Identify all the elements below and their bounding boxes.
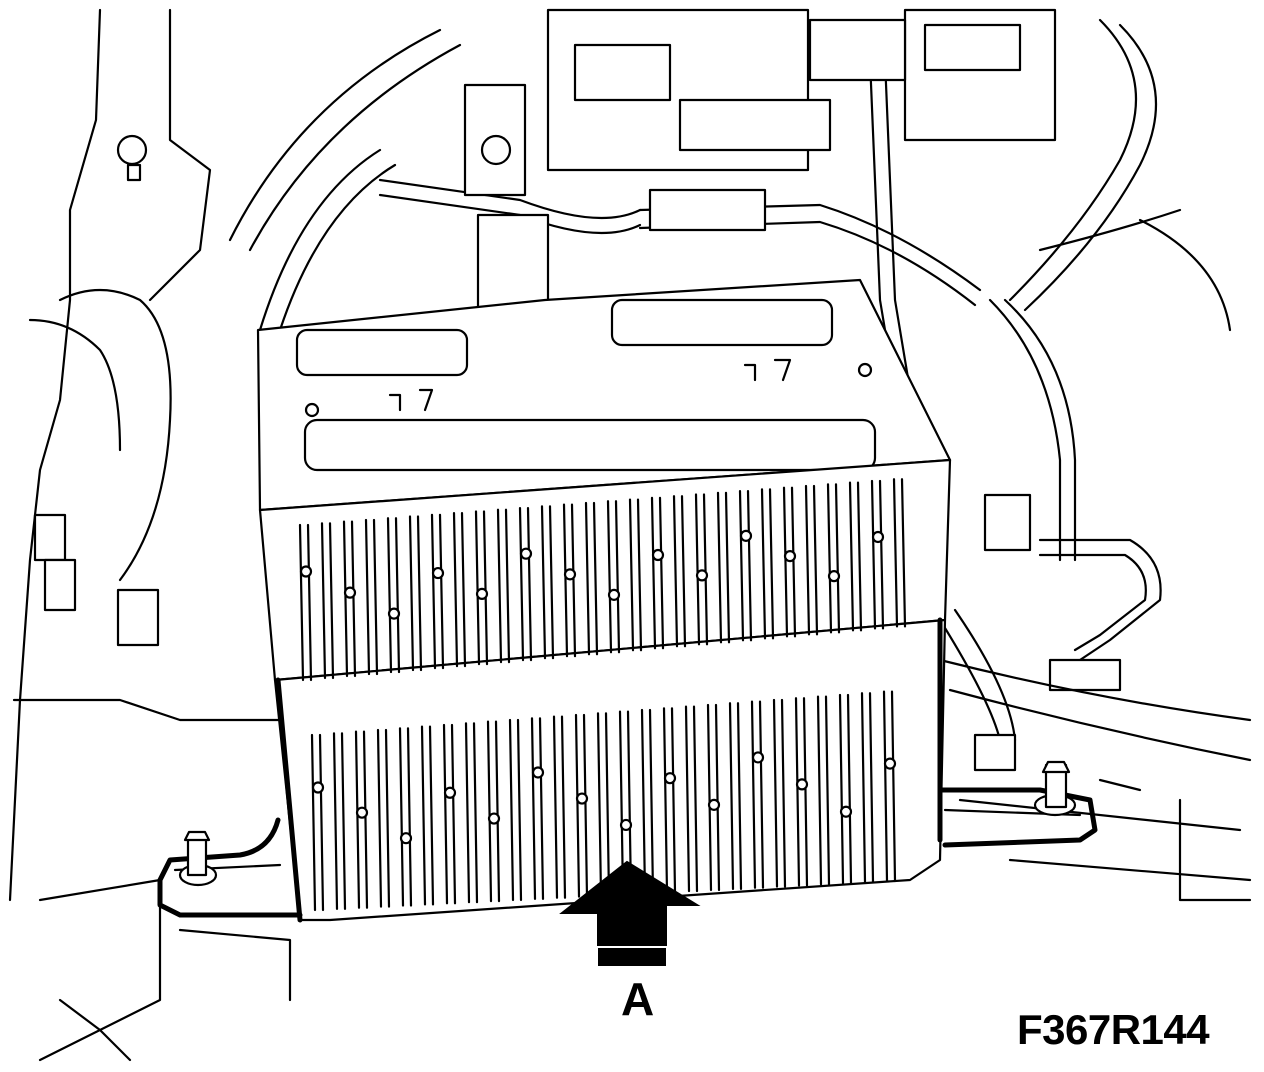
fin-hole xyxy=(355,806,369,819)
heatsink-fin xyxy=(804,484,819,636)
fin-hole xyxy=(707,798,721,811)
fin-hole xyxy=(575,792,589,805)
heatsink-fin xyxy=(596,712,611,897)
right-mounting-bracket xyxy=(937,760,1098,848)
heatsink-fin xyxy=(870,479,885,630)
fin-hole xyxy=(519,547,533,560)
heatsink-fin xyxy=(298,523,313,682)
heatsink-fin xyxy=(320,522,335,680)
heatsink-fin xyxy=(398,727,413,907)
fin-hole xyxy=(783,549,797,563)
fin-hole xyxy=(739,529,753,542)
heatsink-fin xyxy=(838,693,853,885)
heatsink-fin xyxy=(640,708,655,895)
callout-label-a: A xyxy=(621,973,655,1025)
fin-hole xyxy=(399,832,413,845)
heatsink-fin xyxy=(816,695,831,886)
heatsink-fin xyxy=(650,496,665,650)
heatsink-fin xyxy=(354,730,369,909)
heatsink-fin xyxy=(518,506,533,662)
heatsink-fin xyxy=(486,720,501,903)
heatsink-fin xyxy=(496,508,511,664)
heatsink-fin xyxy=(540,505,555,660)
fin-hole xyxy=(663,772,677,785)
heatsink-fin xyxy=(342,520,357,678)
fin-hole xyxy=(299,565,313,578)
fin-hole xyxy=(531,766,545,779)
fin-hole xyxy=(839,805,853,818)
heatsink-fin xyxy=(452,512,467,668)
fin-hole xyxy=(487,812,501,825)
heatsink-fin xyxy=(772,698,787,888)
heatsink-fin xyxy=(408,515,423,672)
heatsink-fin xyxy=(562,503,577,658)
fin-hole xyxy=(563,568,577,581)
fin-hole xyxy=(871,530,885,544)
heatsink-fin xyxy=(848,481,863,632)
heatsink-fin xyxy=(694,493,709,646)
heatsink-fin xyxy=(606,500,621,654)
heatsink-fin xyxy=(530,717,545,900)
heatsink-fin xyxy=(552,715,567,899)
heatsink-fin xyxy=(430,513,445,670)
heatsink-fins-lower xyxy=(310,690,897,912)
heatsink-fin xyxy=(738,489,753,642)
fin-hole xyxy=(651,548,665,562)
heatsink-fin xyxy=(508,718,523,902)
heatsink-fin xyxy=(464,722,479,904)
heatsink-fin xyxy=(420,725,435,906)
heatsink-fin xyxy=(376,728,391,908)
fin-hole xyxy=(387,607,401,620)
heatsink-fin xyxy=(706,703,721,892)
heatsink-fin xyxy=(728,702,743,890)
heatsink-fin xyxy=(364,518,379,676)
heatsink-fin xyxy=(716,491,731,644)
amplifier-unit xyxy=(256,278,952,923)
heatsink-fin xyxy=(684,705,699,893)
right-wiring-harness xyxy=(938,18,1252,902)
heatsink-fin xyxy=(672,495,687,648)
fin-hole xyxy=(883,757,897,770)
heatsink-fin xyxy=(386,517,401,674)
upper-wiring-harness xyxy=(228,8,1057,422)
fin-hole xyxy=(475,587,489,600)
fin-hole xyxy=(751,751,765,764)
heatsink-fin xyxy=(332,732,347,910)
heatsink-fin xyxy=(662,707,677,894)
callout-arrow-a xyxy=(559,860,701,966)
heatsink-fins-upper xyxy=(298,478,907,682)
fin-hole xyxy=(607,588,621,601)
heatsink-fin xyxy=(310,733,325,912)
fin-hole xyxy=(431,566,445,580)
heatsink-fin xyxy=(782,486,797,638)
fin-hole xyxy=(695,569,709,582)
fin-hole xyxy=(311,781,325,794)
heatsink-fin xyxy=(474,510,489,666)
heatsink-fin xyxy=(750,700,765,889)
heatsink-fin xyxy=(882,690,897,883)
heatsink-fin xyxy=(574,713,589,898)
fin-hole xyxy=(795,778,809,791)
heatsink-fin xyxy=(892,478,907,628)
figure-id-label: F367R144 xyxy=(1017,1006,1210,1053)
fin-hole xyxy=(343,586,357,599)
fin-hole xyxy=(619,818,633,832)
heatsink-fin xyxy=(760,488,775,640)
heatsink-fin xyxy=(442,723,457,905)
left-mounting-bracket xyxy=(157,817,303,918)
heatsink-fin xyxy=(628,498,643,652)
fin-hole xyxy=(443,786,457,799)
heatsink-fin xyxy=(860,692,875,884)
heatsink-fin xyxy=(826,483,841,634)
left-body-panel xyxy=(8,8,302,1062)
fin-hole xyxy=(827,570,841,583)
heatsink-fin xyxy=(794,697,809,887)
heatsink-fin xyxy=(584,501,599,656)
